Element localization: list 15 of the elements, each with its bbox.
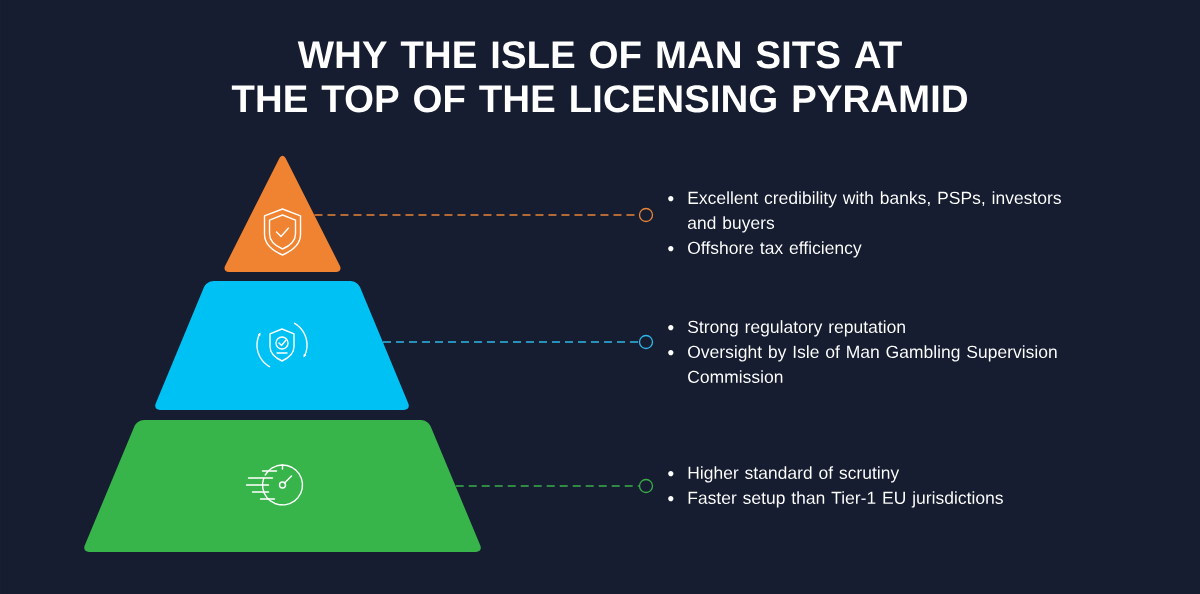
node-label: Oversight by Isle of Man Gambling Supervision Commission — [688, 345, 1057, 384]
node-label: Faster setup than Tier-1 EU jurisdictions — [688, 491, 1003, 508]
connector-line — [382, 341, 640, 343]
bullet-list: Strong regulatory reputation Oversight by Isle of Man Gambling Supervision Commission — [668, 320, 1057, 384]
bullet-list: Excellent credibility with banks, PSPs, investors and buyers Offshore tax efficiency — [668, 191, 1061, 258]
pyramid-tier — [84, 420, 481, 552]
node-label: Strong regulatory reputation — [688, 320, 905, 337]
pyramid-tier — [155, 281, 409, 410]
connector-line — [455, 485, 640, 487]
node-label: Excellent credibility with banks, PSPs, investors and buyers — [687, 191, 1061, 233]
node-label: Higher standard of scrutiny — [688, 466, 900, 483]
node-label: Offshore tax efficiency — [688, 241, 862, 258]
bullet-list: Higher standard of scrutiny Faster setup than Tier-1 EU jurisdictions — [668, 466, 1003, 508]
pyramid-tier — [224, 155, 341, 272]
title: WHY THE ISLE OF MAN SITS AT THE TOP OF THE LICENSING PYRAMID — [231, 41, 967, 113]
